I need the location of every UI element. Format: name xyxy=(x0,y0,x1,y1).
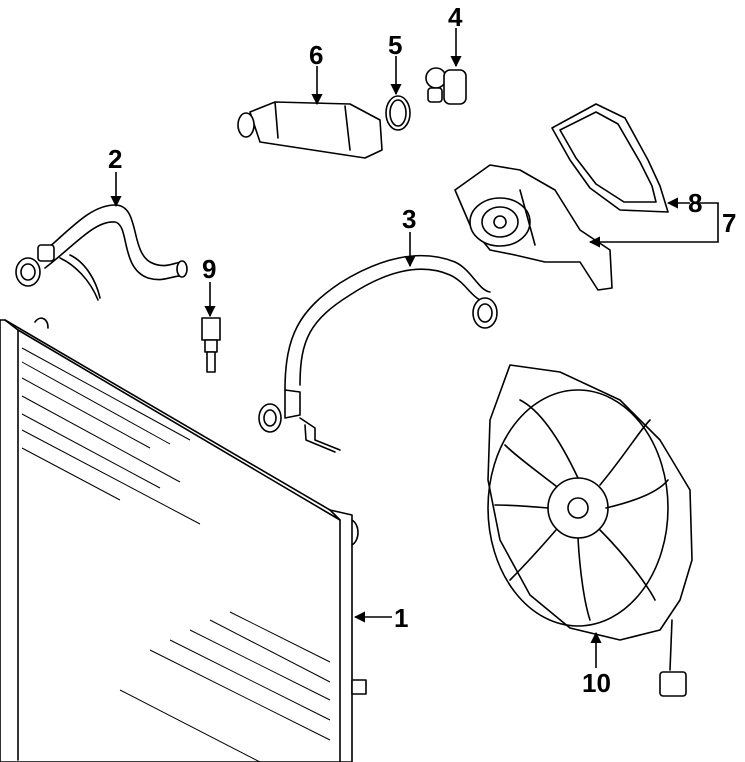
water-pump-gasket xyxy=(551,103,669,213)
callout-7: 7 xyxy=(722,208,736,238)
callout-9: 9 xyxy=(202,254,216,284)
callout-4: 4 xyxy=(448,2,463,32)
temperature-sensor xyxy=(201,317,221,373)
callout-6: 6 xyxy=(309,40,323,70)
upper-hose xyxy=(15,204,188,301)
callout-1: 1 xyxy=(394,603,408,633)
thermostat xyxy=(425,67,467,105)
callout-3: 3 xyxy=(402,204,416,234)
callout-8: 8 xyxy=(688,188,702,218)
callout-10: 10 xyxy=(582,668,611,698)
cooling-fan xyxy=(487,364,693,697)
water-pump xyxy=(454,164,613,291)
lower-hose xyxy=(258,254,498,453)
callout-labels: 1 2 3 4 5 6 7 8 9 10 xyxy=(108,2,736,698)
radiator xyxy=(0,317,367,762)
o-ring xyxy=(385,95,411,131)
leader-lines xyxy=(110,28,719,668)
callout-2: 2 xyxy=(108,144,122,174)
thermostat-housing xyxy=(237,101,383,159)
callout-5: 5 xyxy=(388,30,402,60)
